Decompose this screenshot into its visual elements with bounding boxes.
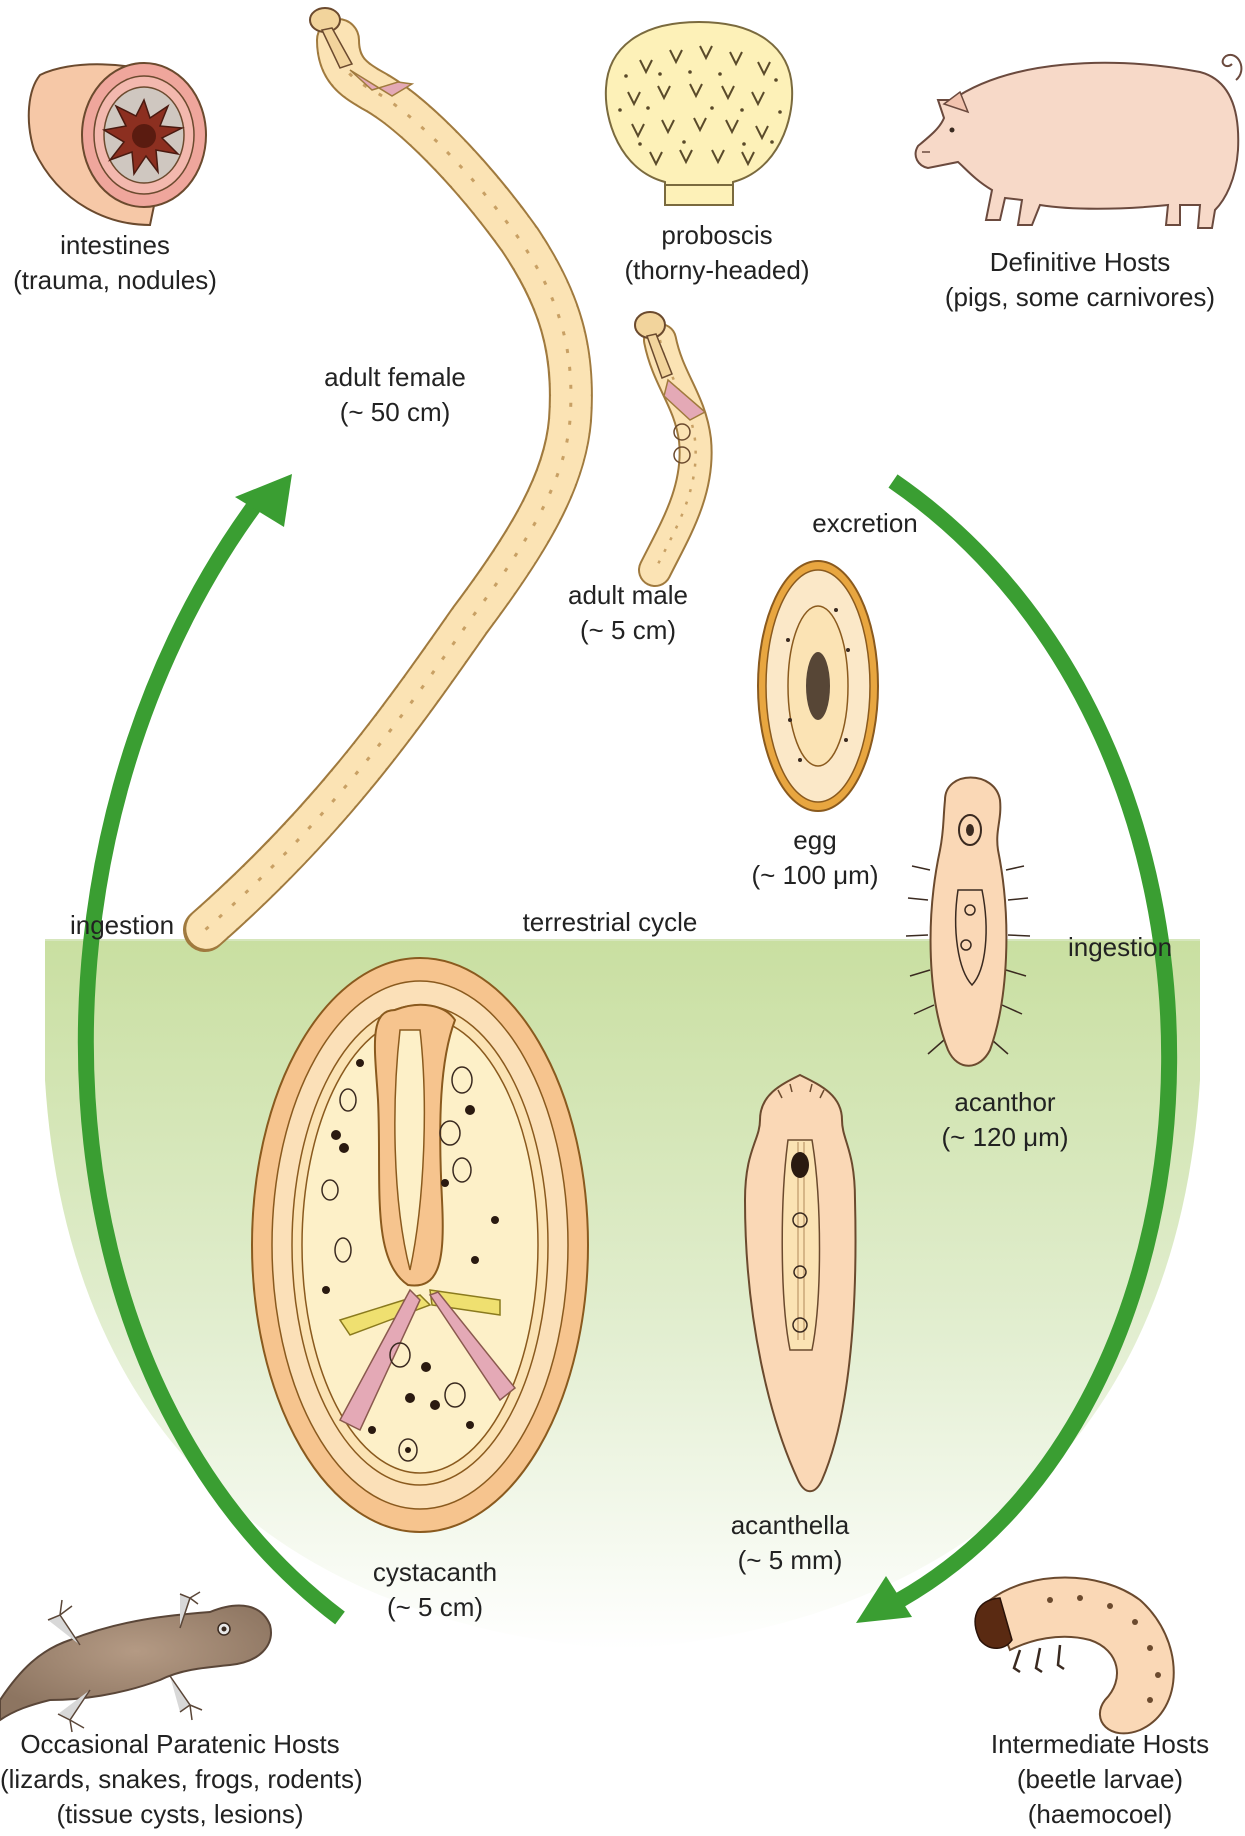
ingestion-right-label: ingestion <box>1050 930 1190 965</box>
proboscis-note: (thorny-headed) <box>592 253 842 288</box>
terrestrial-cycle-label: terrestrial cycle <box>500 905 720 940</box>
proboscis-name: proboscis <box>592 218 842 253</box>
adult-male-worm-icon <box>635 312 705 570</box>
acanthella-note: (~ 5 mm) <box>710 1543 870 1578</box>
definitive-hosts-label: Definitive Hosts (pigs, some carnivores) <box>930 245 1230 315</box>
ingestion-left-text: ingestion <box>52 908 192 943</box>
lizard-icon <box>0 1592 271 1732</box>
definitive-hosts-note: (pigs, some carnivores) <box>930 280 1230 315</box>
adult-female-name: adult female <box>290 360 500 395</box>
intestines-note: (trauma, nodules) <box>10 263 220 298</box>
adult-female-worm-icon <box>205 8 571 930</box>
paratenic-hosts-name: Occasional Paratenic Hosts <box>0 1727 360 1762</box>
intestines-label: intestines (trauma, nodules) <box>10 228 220 298</box>
adult-female-label: adult female (~ 50 cm) <box>290 360 500 430</box>
acanthella-label: acanthella (~ 5 mm) <box>710 1508 870 1578</box>
cystacanth-name: cystacanth <box>350 1555 520 1590</box>
egg-label: egg (~ 100 μm) <box>740 823 890 893</box>
beetle-larva-icon <box>975 1578 1174 1734</box>
egg-note: (~ 100 μm) <box>740 858 890 893</box>
proboscis-label: proboscis (thorny-headed) <box>592 218 842 288</box>
ingestion-left-label: ingestion <box>52 908 192 943</box>
adult-male-name: adult male <box>548 578 708 613</box>
terrestrial-cycle-text: terrestrial cycle <box>500 905 720 940</box>
terrestrial-zone <box>45 940 1200 1650</box>
adult-female-note: (~ 50 cm) <box>290 395 500 430</box>
intermediate-hosts-label: Intermediate Hosts (beetle larvae) (haem… <box>965 1727 1235 1832</box>
excretion-text: excretion <box>790 506 940 541</box>
adult-male-note: (~ 5 cm) <box>548 613 708 648</box>
intestines-name: intestines <box>10 228 220 263</box>
intestines-icon <box>29 63 206 225</box>
paratenic-hosts-line2: (lizards, snakes, frogs, rodents) <box>0 1762 360 1797</box>
intermediate-hosts-line3: (haemocoel) <box>965 1797 1235 1832</box>
egg-icon <box>758 561 878 811</box>
acanthor-note: (~ 120 μm) <box>920 1120 1090 1155</box>
acanthor-label: acanthor (~ 120 μm) <box>920 1085 1090 1155</box>
egg-name: egg <box>740 823 890 858</box>
intermediate-hosts-name: Intermediate Hosts <box>965 1727 1235 1762</box>
cystacanth-note: (~ 5 cm) <box>350 1590 520 1625</box>
ingestion-right-text: ingestion <box>1050 930 1190 965</box>
pig-icon <box>916 55 1242 228</box>
intermediate-hosts-line2: (beetle larvae) <box>965 1762 1235 1797</box>
excretion-label: excretion <box>790 506 940 541</box>
cystacanth-label: cystacanth (~ 5 cm) <box>350 1555 520 1625</box>
paratenic-hosts-label: Occasional Paratenic Hosts (lizards, sna… <box>0 1727 360 1832</box>
paratenic-hosts-line3: (tissue cysts, lesions) <box>0 1797 360 1832</box>
definitive-hosts-name: Definitive Hosts <box>930 245 1230 280</box>
acanthella-name: acanthella <box>710 1508 870 1543</box>
adult-male-label: adult male (~ 5 cm) <box>548 578 708 648</box>
proboscis-icon <box>606 22 792 205</box>
cystacanth-icon <box>252 958 588 1532</box>
acanthor-name: acanthor <box>920 1085 1090 1120</box>
